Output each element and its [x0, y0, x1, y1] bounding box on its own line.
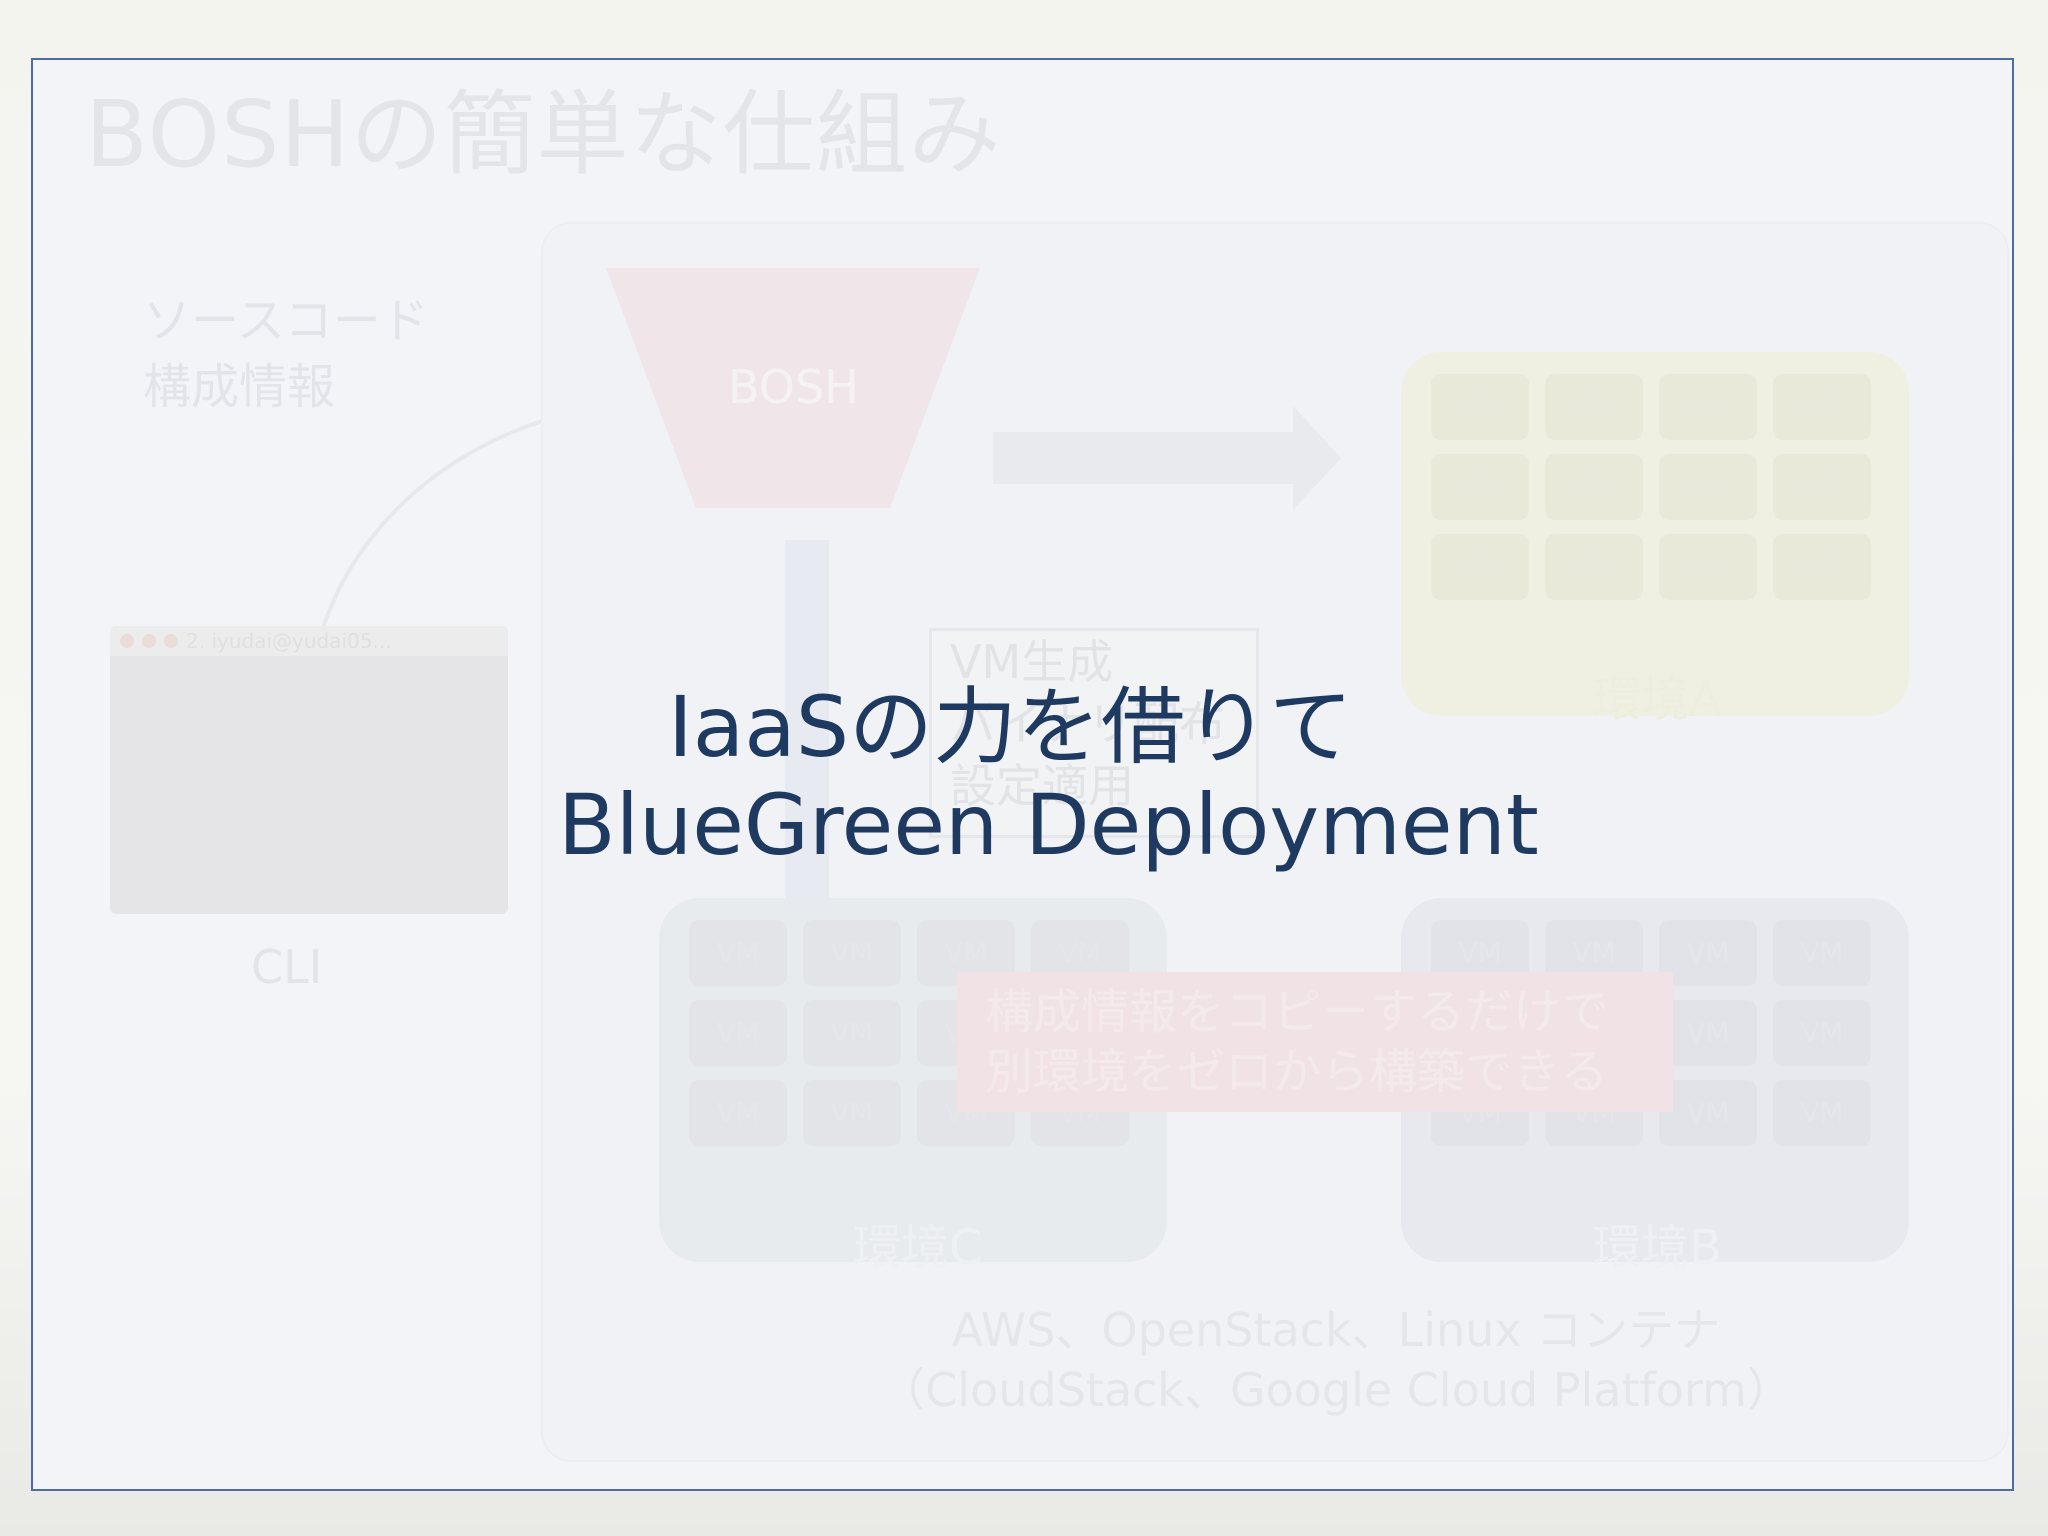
vm-box-line-3: 設定適用 [950, 759, 1134, 813]
vm-tile: VM [1545, 374, 1643, 440]
vm-tile: VM [1659, 1080, 1757, 1146]
vm-tile: VM [803, 920, 901, 986]
iaas-line-2: （CloudStack、Google Cloud Platform） [879, 1363, 1793, 1417]
vm-tile: VM [1773, 374, 1871, 440]
iaas-list: AWS、OpenStack、Linux コンテナ （CloudStack、Goo… [861, 1300, 1811, 1420]
slide: BOSHの簡単な仕組み ソースコード 構成情報 BOSH VM生成 バイナリ配布… [31, 58, 2014, 1491]
vm-tile: VM [803, 1000, 901, 1066]
vm-box-line-2: バイナリ配布 [950, 697, 1226, 751]
vm-tile: VM [1431, 374, 1529, 440]
vm-tile: VM [1659, 1000, 1757, 1066]
environment-b-label: 環境B [1593, 1220, 1722, 1276]
vm-provision-box: VM生成 バイナリ配布 設定適用 [929, 628, 1259, 838]
vm-tile: VM [1545, 454, 1643, 520]
cli-terminal-window: 2. iyudai@yudai05... [110, 626, 508, 914]
vm-tile: VM [1773, 454, 1871, 520]
vm-tile: VM [1431, 454, 1529, 520]
vm-tile: VM [1773, 920, 1871, 986]
source-line-2: 構成情報 [143, 359, 336, 415]
vm-tile: VM [689, 1080, 787, 1146]
cli-label: CLI [251, 940, 323, 994]
minimize-dot-icon [142, 634, 156, 648]
vm-tile: VM [1431, 534, 1529, 600]
overlay-line-1: IaaSの力を借りて [668, 678, 1354, 776]
vm-tile: VM [1773, 534, 1871, 600]
maximize-dot-icon [164, 634, 178, 648]
vm-box-line-1: VM生成 [950, 635, 1114, 689]
copy-line-2: 別環境をゼロから構築できる [985, 1044, 1609, 1100]
vm-tile: VM [1659, 454, 1757, 520]
source-line-1: ソースコード [143, 293, 429, 349]
cli-titlebar: 2. iyudai@yudai05... [110, 626, 508, 656]
iaas-line-1: AWS、OpenStack、Linux コンテナ [951, 1303, 1721, 1357]
environment-a: VM VM VM VM VM VM VM VM VM VM VM VM [1401, 352, 1909, 716]
environment-c-label: 環境C [853, 1220, 983, 1276]
vm-tile: VM [1545, 534, 1643, 600]
arrow-down-icon [785, 540, 829, 960]
source-config-label: ソースコード 構成情報 [143, 288, 429, 420]
arrow-right-icon [993, 406, 1341, 510]
overlay-line-2: BlueGreen Deployment [558, 776, 1539, 874]
copy-line-1: 構成情報をコピーするだけで [985, 984, 1610, 1040]
vm-tile: VM [1659, 374, 1757, 440]
environment-a-label: 環境A [1593, 672, 1722, 728]
slide-title: BOSHの簡単な仕組み [85, 81, 1002, 188]
copy-config-callout: 構成情報をコピーするだけで 別環境をゼロから構築できる [957, 972, 1673, 1112]
vm-tile: VM [1773, 1080, 1871, 1146]
bosh-label: BOSH [728, 360, 859, 414]
vm-tile: VM [689, 920, 787, 986]
vm-tile: VM [1773, 1000, 1871, 1066]
vm-tile: VM [803, 1080, 901, 1146]
vm-tile: VM [689, 1000, 787, 1066]
vm-tile: VM [1659, 534, 1757, 600]
vm-tile: VM [1659, 920, 1757, 986]
close-dot-icon [120, 634, 134, 648]
cli-window-title: 2. iyudai@yudai05... [186, 629, 392, 653]
